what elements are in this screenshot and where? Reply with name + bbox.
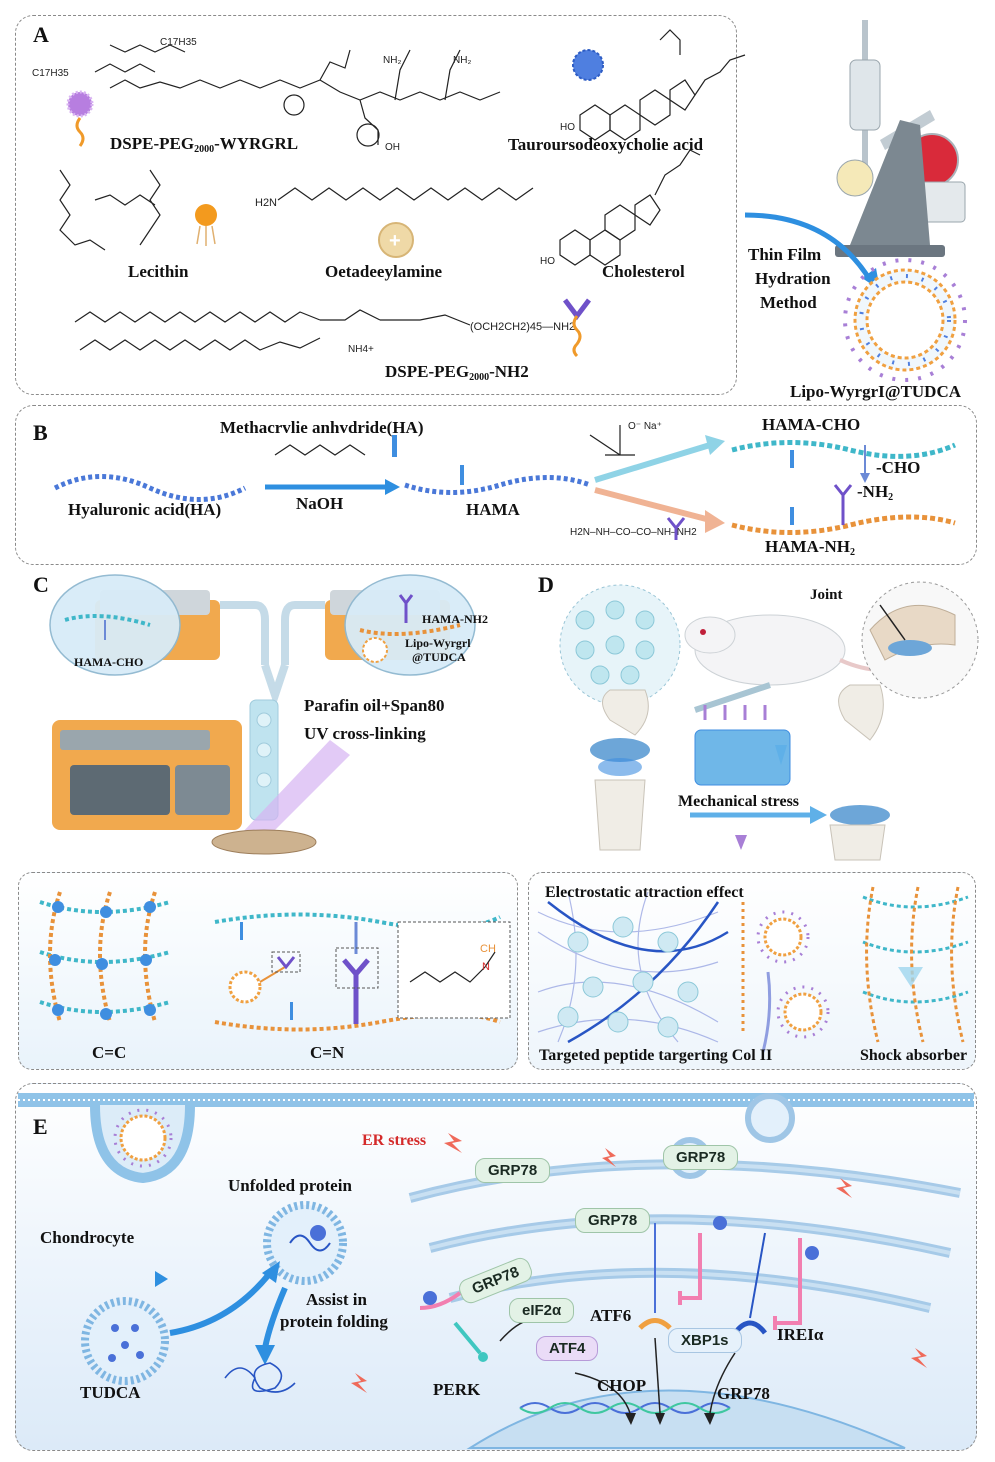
panel-a [15,15,737,395]
label-e-assist-2: protein folding [280,1312,388,1331]
dspe-peg-nh2-structure [74,309,471,351]
liposome-product-icon [843,258,967,382]
label-ha: Hyaluronic acid(HA) [68,500,222,519]
tudca-structure [579,29,746,141]
label-hydrazide: H2N–NH–CO–CO–NH–NH2 [570,527,697,538]
formula-nh2-1: NH₂ [383,55,401,66]
label-method-line1: Thin Film [748,245,822,264]
panel-b-scheme: O⁻ Na⁺ H2N–NH–CO–CO–NH–NH2 [53,421,957,540]
label-c-cc: C=C [92,1043,127,1062]
lecithin-structure [59,169,161,251]
label-e-grp78-nucleus: GRP78 [717,1384,770,1403]
label-d-electro: Electrostatic attraction effect [545,884,744,901]
octadecylamine-structure [277,187,534,201]
panel-a-label: A [33,22,49,47]
formula-ho-chol: HO [540,256,555,267]
label-tudca: Tauroursodeoxycholie acid [508,135,704,154]
panel-d-detail [528,872,976,1070]
panel-c-device [49,574,476,855]
label-d-mech: Mechanical stress [678,793,800,810]
formula-peg: (OCH2CH2)45—NH2 [470,321,575,333]
formula-h2n: H2N [255,197,277,209]
label-d-joint: Joint [810,587,843,603]
panel-c-network: CH N [39,891,511,1032]
label-product: Lipo-WyrgrI@TUDCA [790,382,962,401]
label-e-chop: CHOP [597,1376,647,1395]
panel-d-illustration [559,581,979,861]
label-method-line2: Hydration [755,269,831,288]
label-e-assist-1: Assist in [306,1290,367,1309]
label-cho-tag: -CHO [876,458,921,477]
label-dspe-peg-wyrgrl: DSPE-PEG2000-WYRGRL [110,134,299,155]
label-e-tudca: TUDCA [80,1383,141,1402]
pill-xbp1s: XBP1s [668,1328,742,1353]
hama-chain [404,475,591,495]
dspe-peg-nh2-icon [563,298,591,358]
panel-b [15,405,977,565]
method-arrow [744,212,873,282]
label-hama-cho: HAMA-CHO [762,415,861,434]
chem-ch: CH [480,943,496,955]
label-e-atf6: ATF6 [590,1306,632,1325]
label-nh2-tag: -NH2 [857,482,894,503]
hama-nh2-chain [731,514,956,535]
cholesterol-structure [559,149,701,266]
label-method-line3: Method [760,293,817,312]
label-lecithin: Lecithin [128,262,189,281]
panel-c-label: C [33,572,49,597]
label-hama: HAMA [466,500,520,519]
label-hama-nh2: HAMA-NH2 [765,537,855,558]
label-cholesterol: Cholesterol [602,262,685,281]
label-c-hama-cho: HAMA-CHO [74,655,144,669]
ha-chain [53,474,247,502]
pill-eif2a: eIF2α [509,1298,575,1323]
formula-ho-tudca: HO [560,122,575,133]
chem-n: N [482,961,490,973]
panel-d-network [537,886,969,1053]
hama-cho-chain [731,440,957,459]
formula-nh4: NH4+ [348,344,374,355]
octadecylamine-plus-icon [378,222,414,258]
label-c-oil: Parafin oil+Span80 [304,696,445,715]
lecithin-icon [195,204,217,226]
label-c-hama-nh2: HAMA-NH2 [422,612,488,626]
label-d-targeted: Targeted peptide targerting Col II [539,1047,773,1064]
label-c-uv: UV cross-linking [304,724,426,743]
panel-d-label: D [538,572,554,597]
pill-atf4: ATF4 [536,1336,599,1361]
formula-c17h35-top: C17H35 [160,37,197,48]
label-d-shock: Shock absorber [860,1047,968,1064]
pill-grp78-2: GRP78 [663,1145,739,1170]
label-octadecylamine: Oetadeeylamine [325,262,443,281]
label-c-lipo-line1: Lipo-Wyrgrl [405,636,471,650]
pill-grp78-3: GRP78 [575,1208,651,1233]
label-e-perk: PERK [433,1380,481,1399]
methacrylate-icon [392,435,397,457]
formula-c17h35-left: C17H35 [32,68,69,79]
label-e-er-stress: ER stress [362,1132,427,1149]
formula-oh-1: OH [385,142,400,153]
panel-e-illustration [18,1093,974,1449]
label-e-chondrocyte: Chondrocyte [40,1228,135,1247]
pill-grp78-1: GRP78 [475,1158,551,1183]
svg-text:+: + [389,230,401,252]
dspe-peg-icon [66,90,94,147]
label-dspe-peg-nh2: DSPE-PEG2000-NH2 [385,362,529,383]
dspe-peg-wyrgrl-structure [94,44,501,147]
label-na: O⁻ Na⁺ [628,421,662,432]
formula-nh2-2: NH₂ [453,55,471,66]
panel-e-label: E [33,1114,48,1139]
tudca-icon [572,49,604,81]
label-reagent: Methacrvlie anhvdride(HA) [220,418,424,437]
label-c-lipo-line2: @TUDCA [412,650,466,664]
label-e-ire1a: IREIα [777,1325,824,1344]
label-e-unfolded: Unfolded protein [228,1176,352,1195]
panel-a-structures: C17H35 C17H35 NH₂ NH₂ OH HO H2N + HO [32,20,967,382]
label-naoh: NaOH [296,494,344,513]
rotary-evaporator-illustration [835,20,966,257]
label-c-cn: C=N [310,1043,345,1062]
panel-b-label: B [33,420,48,445]
